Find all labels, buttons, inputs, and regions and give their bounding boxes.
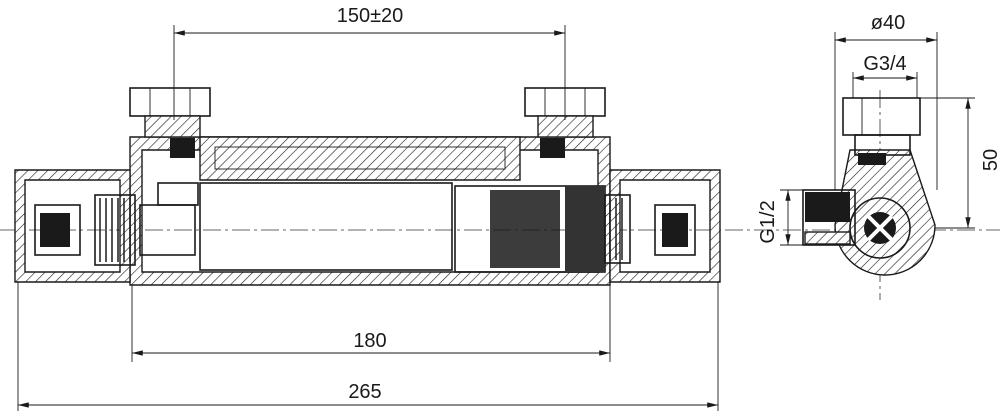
- side-outlet-stub: [802, 189, 856, 246]
- right-inlet-nut: [524, 87, 606, 158]
- dimension-label: G1/2: [757, 200, 779, 243]
- dimension-label: ø40: [871, 12, 905, 34]
- side-body: [834, 149, 936, 276]
- upper-channel: [199, 136, 521, 181]
- dimension-label: 150±20: [337, 5, 404, 27]
- mixing-chamber: [199, 182, 453, 271]
- dimension-label: 50: [980, 149, 1000, 171]
- dimension-diameter: ø40: [834, 12, 938, 190]
- side-inlet-nut: [842, 97, 921, 136]
- left-end-cap: [14, 169, 131, 283]
- dimension-height: 50: [920, 97, 1000, 229]
- dimension-inlet-spacing: 150±20: [173, 5, 566, 120]
- left-inlet-nut: [129, 87, 211, 158]
- dimension-body-length: 180: [131, 285, 611, 362]
- dimension-label: G3/4: [863, 53, 906, 75]
- dimension-outlet-thread: G1/2: [757, 189, 803, 246]
- side-view: [802, 97, 936, 276]
- dimension-label: 265: [348, 381, 381, 403]
- dimension-label: 180: [353, 330, 386, 352]
- dimension-inlet-thread: G3/4: [852, 53, 918, 98]
- front-view: [14, 87, 721, 286]
- dimension-overall-length: 265: [17, 282, 719, 411]
